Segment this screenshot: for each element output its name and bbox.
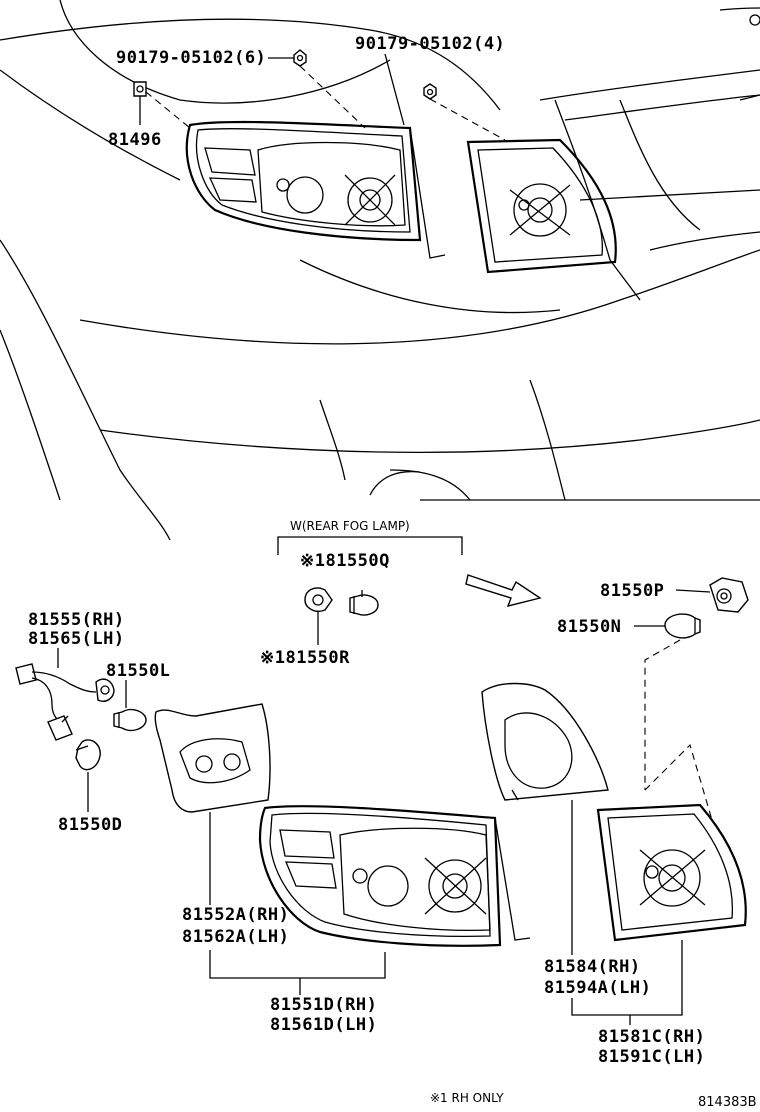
label-bulb-p: 81550P <box>600 581 664 601</box>
label-gasket-clip: 81496 <box>108 130 162 150</box>
vehicle-rear-body <box>0 0 760 541</box>
label-nut-right: 90179-05102(4) <box>355 34 505 54</box>
label-socket-lh: 81565(LH) <box>28 629 125 649</box>
bulb-81550n <box>664 613 701 639</box>
nut-right <box>423 83 506 141</box>
inner-lamp-gasket <box>481 682 609 801</box>
label-inner-gasket-lh: 81594A(LH) <box>544 978 651 998</box>
footnote: ※1 RH ONLY <box>430 1091 504 1105</box>
label-inner-gasket-rh: 81584(RH) <box>544 957 641 977</box>
fog-socket <box>304 587 333 645</box>
fog-lamp-group: W(REAR FOG LAMP) ※181550Q ※181550R <box>260 519 463 668</box>
label-gasket-lh: 81562A(LH) <box>182 927 289 947</box>
outer-tail-lamp-assembly <box>258 805 531 947</box>
label-fog-lamp-header: W(REAR FOG LAMP) <box>290 519 410 533</box>
outer-lamp-gasket <box>154 703 271 813</box>
nut-left <box>293 49 366 129</box>
label-bulb-d: 81550D <box>58 815 122 835</box>
fog-bulb <box>349 590 379 616</box>
bulb-81550l <box>113 708 147 732</box>
label-inner-lamp-lh: 81591C(LH) <box>598 1047 705 1067</box>
socket-81550p <box>709 577 749 613</box>
label-fog-bulb: ※181550Q <box>300 551 390 571</box>
label-nut-left: 90179-05102(6) <box>116 48 266 68</box>
direction-arrow <box>465 574 542 608</box>
label-lamp-rh: 81551D(RH) <box>270 995 377 1015</box>
label-bulb-l: 81550L <box>106 661 170 681</box>
installed-outer-tail-lamp <box>185 120 446 259</box>
diagram-reference-number: 814383B <box>698 1095 757 1110</box>
label-fog-socket: ※181550R <box>260 648 350 668</box>
label-gasket-rh: 81552A(RH) <box>182 905 289 925</box>
gasket-clip-81496 <box>133 81 191 129</box>
socket-wire-harness <box>15 663 115 741</box>
label-socket-rh: 81555(RH) <box>28 610 125 630</box>
label-lamp-lh: 81561D(LH) <box>270 1015 377 1035</box>
installed-inner-tail-lamp <box>466 138 617 274</box>
bulb-81550d <box>75 739 101 771</box>
label-inner-lamp-rh: 81581C(RH) <box>598 1027 705 1047</box>
label-bulb-n: 81550N <box>557 617 621 637</box>
inner-tail-lamp-assembly <box>596 803 747 942</box>
